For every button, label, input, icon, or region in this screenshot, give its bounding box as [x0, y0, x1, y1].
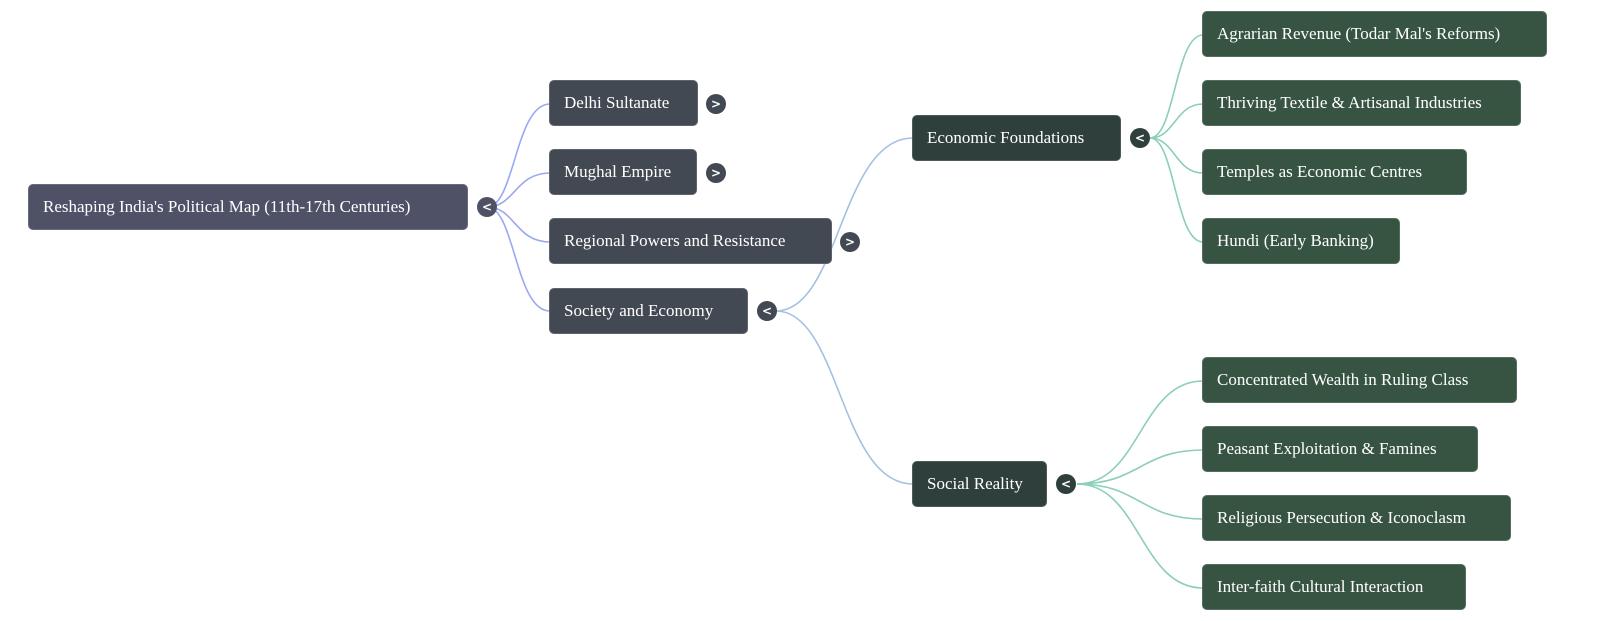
- node-peasant-exploitation[interactable]: Peasant Exploitation & Famines: [1202, 426, 1478, 472]
- node-delhi-sultanate[interactable]: Delhi Sultanate: [549, 80, 698, 126]
- link-ef-child-3: [1149, 137, 1204, 174]
- node-economic-foundations[interactable]: Economic Foundations: [912, 115, 1121, 161]
- expand-toggle-mughal-empire[interactable]: >: [706, 163, 726, 183]
- node-label: Society and Economy: [564, 301, 714, 320]
- node-label: Peasant Exploitation & Famines: [1217, 439, 1437, 458]
- collapse-toggle-economic-foundations[interactable]: <: [1130, 128, 1150, 148]
- node-mughal-empire[interactable]: Mughal Empire: [549, 149, 697, 195]
- expand-toggle-delhi-sultanate[interactable]: >: [706, 94, 726, 114]
- node-textile-industries[interactable]: Thriving Textile & Artisanal Industries: [1202, 80, 1521, 126]
- node-label: Social Reality: [927, 474, 1023, 493]
- node-label: Temples as Economic Centres: [1217, 162, 1423, 181]
- node-label: Religious Persecution & Iconoclasm: [1217, 508, 1466, 527]
- link-sr-child-1: [1076, 380, 1204, 485]
- node-label: Concentrated Wealth in Ruling Class: [1217, 370, 1469, 389]
- node-label: Delhi Sultanate: [564, 93, 670, 112]
- link-sr-child-3: [1076, 483, 1204, 520]
- node-label: Mughal Empire: [564, 162, 672, 181]
- collapse-toggle-society-economy[interactable]: <: [757, 301, 777, 321]
- node-agrarian-revenue[interactable]: Agrarian Revenue (Todar Mal's Reforms): [1202, 11, 1547, 57]
- node-interfaith-interaction[interactable]: Inter-faith Cultural Interaction: [1202, 564, 1466, 610]
- node-label: Inter-faith Cultural Interaction: [1217, 577, 1424, 596]
- link-ef-child-1: [1149, 34, 1204, 139]
- node-concentrated-wealth[interactable]: Concentrated Wealth in Ruling Class: [1202, 357, 1517, 403]
- node-society-economy[interactable]: Society and Economy: [549, 288, 748, 334]
- root-node-label: Reshaping India's Political Map (11th-17…: [43, 197, 411, 216]
- collapse-toggle-root[interactable]: <: [477, 197, 497, 217]
- node-regional-powers[interactable]: Regional Powers and Resistance: [549, 218, 832, 264]
- expand-toggle-regional-powers[interactable]: >: [840, 232, 860, 252]
- link-society-economic-foundations: [775, 137, 914, 312]
- node-social-reality[interactable]: Social Reality: [912, 461, 1047, 507]
- node-label: Regional Powers and Resistance: [564, 231, 786, 250]
- node-label: Agrarian Revenue (Todar Mal's Reforms): [1217, 24, 1501, 43]
- root-node[interactable]: Reshaping India's Political Map (11th-17…: [28, 184, 468, 230]
- node-label: Hundi (Early Banking): [1217, 231, 1374, 250]
- node-label: Economic Foundations: [927, 128, 1085, 147]
- node-temples-economic-centres[interactable]: Temples as Economic Centres: [1202, 149, 1467, 195]
- link-root-society-economy: [486, 206, 551, 312]
- link-ef-child-2: [1149, 103, 1204, 139]
- node-religious-persecution[interactable]: Religious Persecution & Iconoclasm: [1202, 495, 1511, 541]
- link-society-social-reality: [775, 310, 914, 485]
- collapse-toggle-social-reality[interactable]: <: [1056, 474, 1076, 494]
- link-sr-child-2: [1076, 449, 1204, 485]
- link-ef-child-4: [1149, 137, 1204, 243]
- link-sr-child-4: [1076, 483, 1204, 589]
- node-hundi-banking[interactable]: Hundi (Early Banking): [1202, 218, 1400, 264]
- link-root-delhi-sultanate: [486, 103, 551, 208]
- node-label: Thriving Textile & Artisanal Industries: [1217, 93, 1482, 112]
